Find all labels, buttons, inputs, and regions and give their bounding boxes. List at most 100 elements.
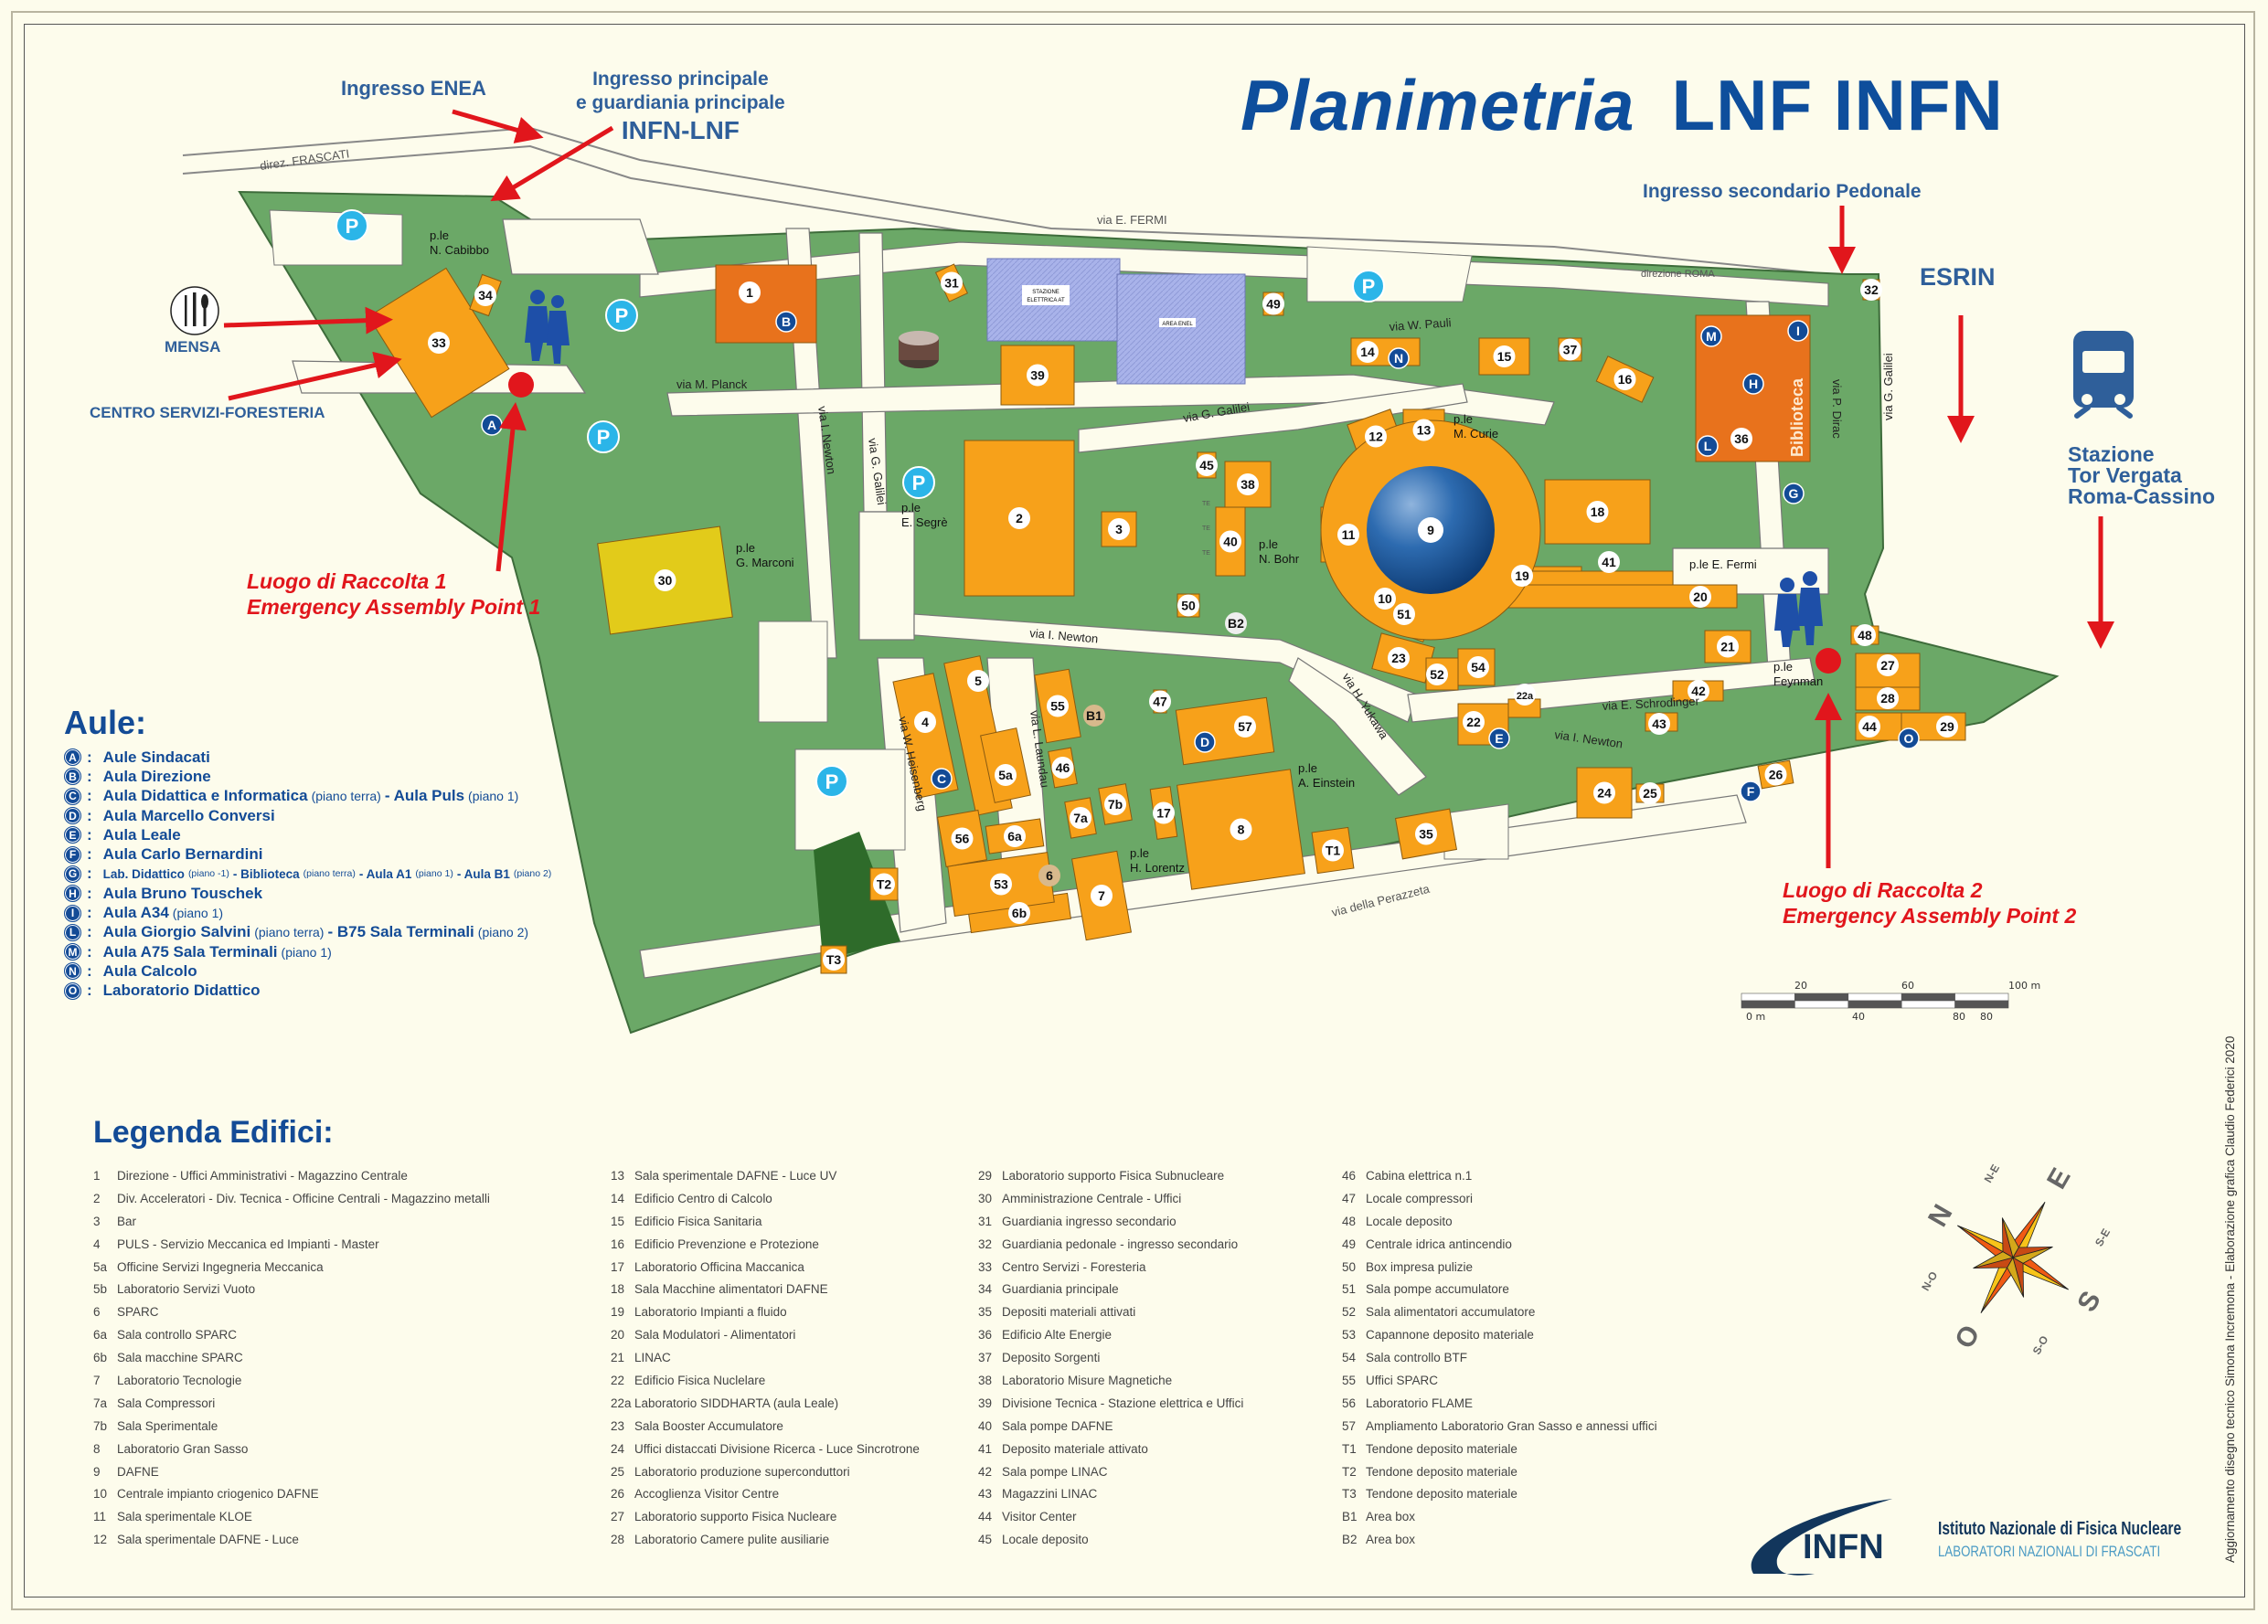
legend-text: Laboratorio produzione superconduttori: [634, 1464, 850, 1479]
aula-marker-f[interactable]: F: [1740, 780, 1762, 802]
aula-marker-o[interactable]: O: [1898, 727, 1920, 749]
badge-b14[interactable]: 14: [1357, 341, 1379, 363]
badge-b8[interactable]: 8: [1230, 818, 1252, 841]
aula-marker-c[interactable]: C: [931, 768, 953, 790]
badge-text-b47: 47: [1153, 695, 1167, 709]
badge-b53[interactable]: 53: [990, 873, 1012, 896]
badge-b5[interactable]: 5: [967, 670, 989, 692]
badge-b43[interactable]: 43: [1648, 713, 1670, 735]
badge-b6b[interactable]: 6b: [1008, 902, 1030, 924]
badge-b10[interactable]: 10: [1374, 588, 1396, 610]
badge-b2[interactable]: 2: [1008, 507, 1030, 529]
badge-b3[interactable]: 3: [1108, 518, 1130, 540]
badge-b54[interactable]: 54: [1467, 656, 1489, 678]
assembly-point-2-marker[interactable]: [1815, 648, 1841, 674]
aula-marker-h[interactable]: H: [1742, 373, 1764, 395]
badge-t2[interactable]: T2: [873, 873, 895, 896]
aula-marker-b[interactable]: B: [775, 311, 797, 333]
badge-b39[interactable]: 39: [1027, 364, 1049, 387]
badge-b33[interactable]: 33: [428, 332, 450, 354]
badge-b4[interactable]: 4: [914, 711, 936, 733]
legend-number: 7b: [93, 1418, 108, 1433]
badge-b26[interactable]: 26: [1764, 763, 1787, 786]
badge-b5a[interactable]: 5a: [995, 764, 1017, 786]
badge-b37[interactable]: 37: [1559, 338, 1581, 361]
badge-b27[interactable]: 27: [1877, 654, 1899, 676]
badge-b7[interactable]: 7: [1091, 885, 1113, 907]
aula-marker-i[interactable]: I: [1787, 320, 1809, 342]
badge-b19[interactable]: 19: [1511, 565, 1533, 587]
badge-t1[interactable]: T1: [1322, 839, 1344, 862]
badge-b32[interactable]: 32: [1860, 279, 1882, 301]
badge-b41[interactable]: 41: [1598, 551, 1620, 573]
badge-b36[interactable]: 36: [1730, 428, 1752, 450]
badge-b16[interactable]: 16: [1613, 368, 1636, 390]
badge-b18[interactable]: 18: [1586, 501, 1609, 523]
badge-b7b[interactable]: 7b: [1104, 793, 1126, 815]
area-enel[interactable]: [1116, 273, 1246, 385]
badge-b57[interactable]: 57: [1234, 716, 1256, 738]
open-areas: [269, 209, 1509, 860]
badge-b52[interactable]: 52: [1426, 663, 1448, 685]
building-b4[interactable]: [892, 673, 959, 799]
badge-b46[interactable]: 46: [1051, 757, 1074, 779]
badge-b48[interactable]: 48: [1854, 624, 1876, 646]
badge-b11[interactable]: 11: [1337, 524, 1359, 546]
badge-b34[interactable]: 34: [474, 284, 496, 306]
aula-marker-d[interactable]: D: [1194, 731, 1216, 753]
aula-marker-n[interactable]: N: [1388, 347, 1410, 369]
badge-b50[interactable]: 50: [1177, 594, 1199, 617]
badge-b12[interactable]: 12: [1365, 425, 1387, 448]
badge-b20[interactable]: 20: [1689, 586, 1711, 608]
badge-b56[interactable]: 56: [951, 827, 974, 850]
badge-b6[interactable]: 6: [1038, 865, 1060, 886]
badge-b17[interactable]: 17: [1153, 801, 1175, 824]
aula-marker-g[interactable]: G: [1783, 483, 1805, 504]
badge-bx1[interactable]: B1: [1083, 705, 1105, 727]
badge-b6a[interactable]: 6a: [1004, 825, 1026, 847]
badge-b29[interactable]: 29: [1936, 716, 1958, 738]
badge-b7a[interactable]: 7a: [1070, 807, 1091, 829]
badge-b44[interactable]: 44: [1858, 716, 1880, 738]
aula-marker-e[interactable]: E: [1488, 727, 1510, 749]
badge-b55[interactable]: 55: [1047, 695, 1069, 717]
badge-b42[interactable]: 42: [1688, 680, 1709, 702]
aula-item-f: F:Aula Carlo Bernardini: [64, 844, 555, 864]
aula-marker-l[interactable]: L: [1697, 435, 1719, 457]
badge-b47[interactable]: 47: [1149, 690, 1171, 713]
badge-b23[interactable]: 23: [1388, 647, 1410, 669]
badge-b40[interactable]: 40: [1219, 530, 1241, 553]
badge-b21[interactable]: 21: [1717, 635, 1739, 658]
badge-b35[interactable]: 35: [1415, 823, 1437, 845]
square-feynman-2: Feynman: [1773, 674, 1823, 688]
svg-text:G: G: [1789, 486, 1799, 501]
badge-text-b25: 25: [1643, 786, 1657, 801]
badge-b28[interactable]: 28: [1877, 687, 1899, 709]
scale-seg-bottom-1: [1794, 1000, 1849, 1009]
badge-b30[interactable]: 30: [654, 569, 676, 591]
badge-bx2[interactable]: B2: [1225, 612, 1247, 634]
badge-b38[interactable]: 38: [1237, 473, 1259, 495]
badge-b51[interactable]: 51: [1393, 603, 1415, 625]
badge-b45[interactable]: 45: [1196, 454, 1218, 476]
badge-b13[interactable]: 13: [1412, 419, 1435, 441]
badge-b25[interactable]: 25: [1639, 782, 1661, 804]
aula-marker-m[interactable]: M: [1700, 325, 1722, 347]
badge-b49[interactable]: 49: [1262, 292, 1284, 315]
badge-b22a[interactable]: 22a: [1514, 684, 1536, 706]
legend-text: Uffici distaccati Divisione Ricerca - Lu…: [634, 1441, 920, 1456]
building-b1[interactable]: [715, 264, 817, 344]
assembly-point-1-marker[interactable]: [508, 372, 534, 398]
badge-b15[interactable]: 15: [1493, 345, 1516, 367]
badge-b1[interactable]: 1: [739, 281, 761, 303]
svg-text:C: C: [937, 771, 946, 786]
badge-t3[interactable]: T3: [823, 949, 845, 971]
badge-b31[interactable]: 31: [941, 271, 963, 294]
badge-b24[interactable]: 24: [1593, 781, 1615, 804]
badge-b22[interactable]: 22: [1463, 711, 1485, 733]
badge-b9[interactable]: 9: [1418, 517, 1443, 543]
aula-marker-a[interactable]: A: [481, 414, 503, 436]
legend-number: 43: [978, 1487, 993, 1502]
